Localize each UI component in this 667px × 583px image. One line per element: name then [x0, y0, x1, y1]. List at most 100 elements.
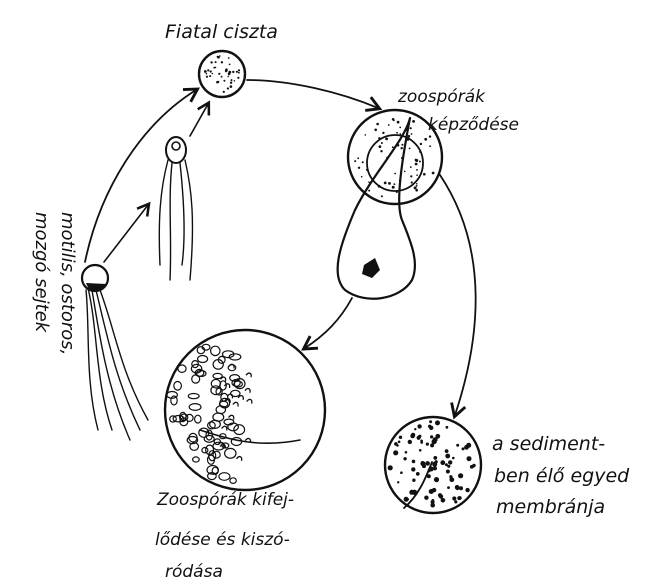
- stipple-dot: [418, 435, 421, 438]
- stipple-dot: [399, 180, 401, 182]
- stipple-dot: [238, 72, 240, 74]
- stipple-dot: [464, 445, 469, 450]
- stipple-dot: [445, 454, 450, 459]
- zoospore-flagellum: [222, 426, 227, 430]
- stipple-dot: [440, 460, 445, 465]
- zoospore-flagellum: [229, 364, 234, 368]
- stipple-dot: [204, 70, 207, 73]
- stipple-dot: [388, 124, 390, 126]
- arrow-cyst-to-formation: [247, 80, 378, 108]
- stipple-dot: [447, 465, 450, 468]
- stipple-dot: [374, 129, 377, 132]
- zoospore-bubble: [204, 436, 214, 443]
- stipple-dot: [213, 67, 215, 69]
- label-development-3: ródása: [165, 562, 223, 582]
- stipple-dot: [215, 61, 217, 63]
- stipple-dot: [368, 181, 370, 183]
- sediment-membrane: [385, 417, 481, 513]
- stipple-dot: [388, 182, 391, 185]
- zoospore-bubble: [208, 473, 217, 480]
- stipple-dot: [449, 477, 454, 482]
- stipple-dot: [432, 462, 437, 467]
- stipple-dot: [465, 488, 469, 492]
- young-cyst: [199, 51, 245, 97]
- stipple-dot: [467, 456, 472, 461]
- stipple-dot: [403, 152, 405, 154]
- stipple-dot: [458, 496, 461, 499]
- stipple-dot: [388, 465, 393, 470]
- released-zoospores: [167, 344, 252, 483]
- stipple-dot: [358, 167, 360, 169]
- zoospore-bubble: [234, 425, 245, 435]
- zoospore-flagellum: [224, 384, 229, 388]
- stipple-dot: [218, 73, 220, 75]
- zoospore-bubble: [213, 373, 222, 378]
- stipple-dot: [430, 435, 433, 438]
- stipple-dot: [237, 77, 239, 79]
- stipple-dot: [429, 426, 433, 430]
- stipple-dot: [415, 189, 418, 192]
- zoospore-bubble: [211, 346, 220, 355]
- stipple-dot: [392, 146, 394, 148]
- stipple-dot: [411, 181, 413, 183]
- stipple-dot: [429, 145, 431, 147]
- stipple-dot: [454, 500, 457, 503]
- stipple-dot: [447, 486, 450, 489]
- stipple-dot: [231, 79, 233, 81]
- label-motile-cells-2: mozgó sejtek: [31, 212, 52, 334]
- stipple-dot: [230, 82, 232, 84]
- stipple-dot: [384, 182, 387, 185]
- stipple-dot: [432, 439, 437, 444]
- stipple-dot: [227, 76, 229, 78]
- stipple-dot: [414, 186, 417, 189]
- stipple-dot: [446, 470, 450, 474]
- stipple-dot: [435, 434, 440, 439]
- stipple-dot: [412, 120, 415, 123]
- zoospore-bubble: [213, 413, 224, 421]
- stipple-dot: [433, 456, 437, 460]
- stipple-dot: [408, 135, 411, 138]
- label-motile-cells-1: motilis, ostoros,: [57, 212, 78, 355]
- stipple-dot: [419, 161, 421, 163]
- stipple-dot: [212, 73, 214, 75]
- stipple-dot: [405, 451, 408, 454]
- stipple-dot: [435, 420, 440, 425]
- stipple-dot: [429, 420, 432, 423]
- stipple-dot: [412, 460, 416, 464]
- zoospore-bubble: [193, 457, 200, 462]
- stipple-dot: [228, 57, 230, 59]
- small-flagellate: [159, 137, 192, 280]
- stipple-dot: [221, 76, 223, 78]
- stipple-dot: [441, 498, 446, 503]
- zoospore-bubble: [174, 382, 182, 391]
- stipple-dot: [380, 150, 382, 152]
- stipple-dot: [379, 145, 382, 148]
- stipple-dot: [403, 457, 406, 460]
- stipple-dot: [416, 185, 418, 187]
- stipple-dot: [354, 160, 356, 162]
- label-young-cyst: Fiatal ciszta: [165, 21, 278, 43]
- stipple-dot: [410, 434, 415, 439]
- stipple-dot: [381, 195, 383, 197]
- stipple-dot: [432, 172, 435, 175]
- stipple-dot: [376, 123, 379, 126]
- stipple-dot: [399, 436, 402, 439]
- stipple-dot: [438, 493, 442, 497]
- stipple-dot: [361, 176, 363, 178]
- stipple-dot: [391, 134, 393, 136]
- stipple-dot: [405, 129, 407, 131]
- stipple-dot: [209, 75, 211, 77]
- label-zoospore-formation-1: zoospórák: [397, 87, 486, 107]
- stipple-dot: [392, 186, 395, 189]
- stipple-dot: [385, 138, 388, 141]
- zoospore-bubble: [178, 365, 186, 372]
- arrow-motile-to-cyst: [85, 90, 196, 262]
- stipple-dot: [401, 147, 403, 149]
- stipple-dot: [401, 157, 403, 159]
- stipple-dot: [394, 183, 396, 185]
- stipple-dot: [411, 133, 413, 135]
- stipple-dot: [396, 132, 398, 134]
- young-cyst-dots: [204, 55, 240, 93]
- stipple-dot: [207, 69, 209, 71]
- stipple-dot: [236, 71, 238, 73]
